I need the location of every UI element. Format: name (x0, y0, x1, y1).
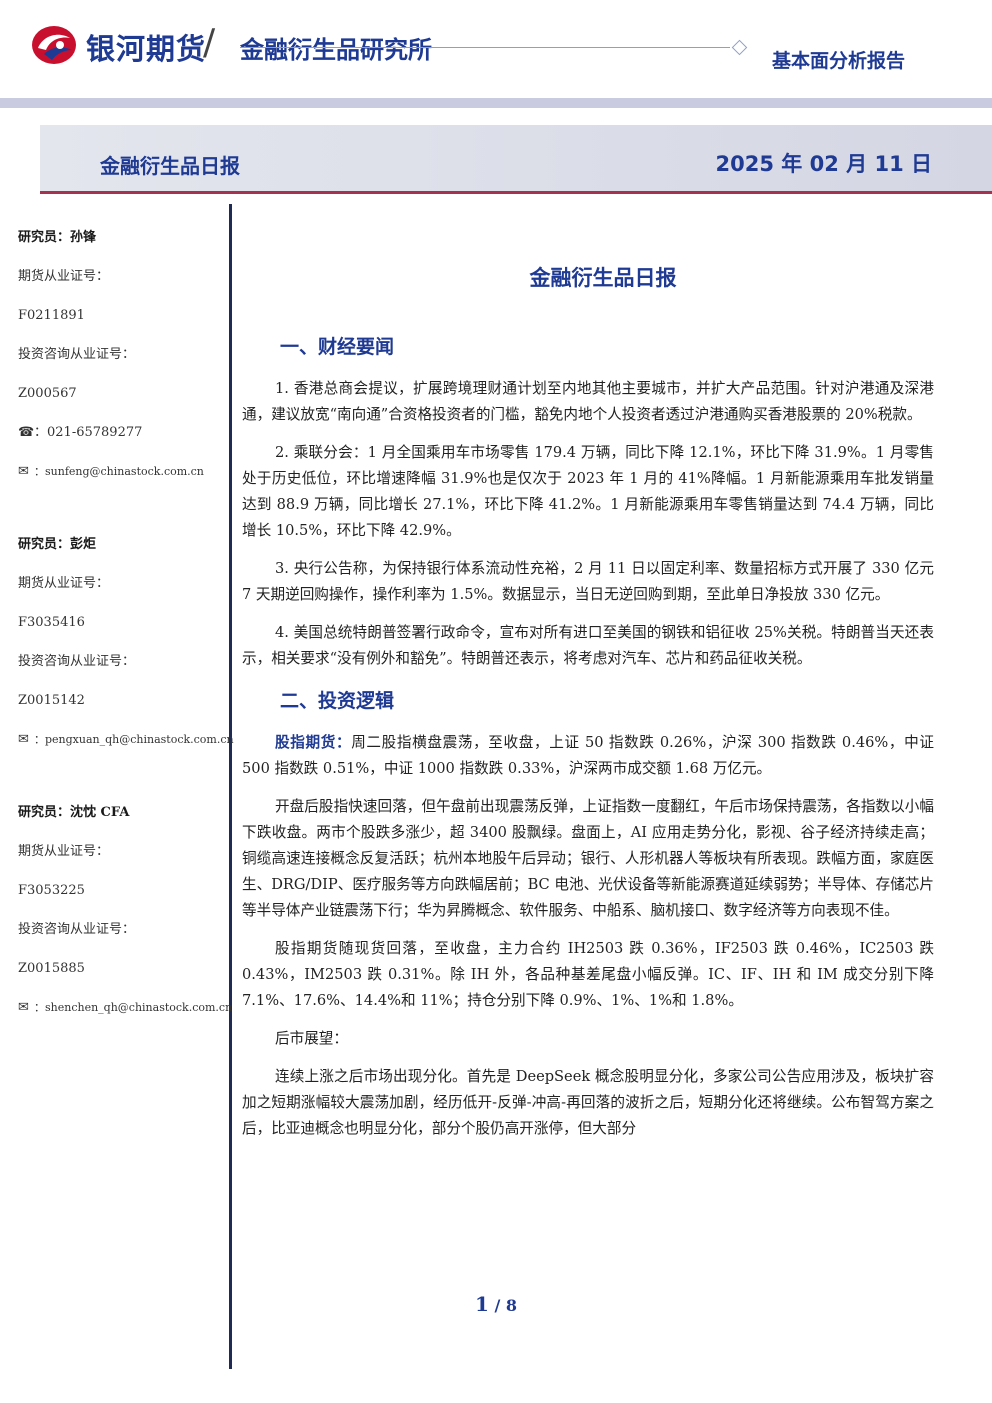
email-icon: ✉ (18, 732, 29, 747)
futures-cert-number: F0211891 (18, 308, 85, 323)
analyst-name: 研究员：孙锋 (18, 230, 97, 245)
diamond-icon (731, 39, 748, 56)
consult-cert-label: 投资咨询从业证号： (18, 922, 136, 937)
news-item: 1. 香港总商会提议，扩展跨境理财通计划至内地其他主要城市，并扩大产品范围。针对… (242, 380, 934, 423)
news-item: 2. 乘联分会：1 月全国乘用车市场零售 179.4 万辆，同比下降 12.1%… (242, 444, 934, 539)
email-row: ✉：shenchen_qh@chinastock.com.cn (18, 998, 232, 1037)
futures-cert-number: F3053225 (18, 883, 85, 898)
futures-cert-number: F3035416 (18, 615, 85, 630)
futures-cert-label: 期货从业证号： (18, 269, 110, 284)
title-bar-underline (40, 191, 992, 194)
brand-name: 银河期货 (86, 32, 207, 66)
email-address[interactable]: pengxuan_qh@chinastock.com.cn (45, 733, 234, 746)
email-address[interactable]: shenchen_qh@chinastock.com.cn (45, 1001, 233, 1014)
futures-cert-label: 期货从业证号： (18, 844, 110, 859)
futures-cert-label: 期货从业证号： (18, 576, 110, 591)
email-address[interactable]: sunfeng@chinastock.com.cn (45, 465, 204, 478)
analyst-card: 研究员：孙锋 期货从业证号： F0211891 投资咨询从业证号： Z00056… (18, 228, 223, 501)
logic-paragraph: 开盘后股指快速回落，但午盘前出现震荡反弹，上证指数一度翻红，午后市场保持震荡，各… (242, 798, 934, 919)
institute-name: 金融衍生品研究所 (240, 36, 432, 64)
header-band (0, 98, 992, 108)
title-bar-title: 金融衍生品日报 (100, 154, 240, 178)
report-body: 金融衍生品日报 一、财经要闻 1. 香港总商会提议，扩展跨境理财通计划至内地其他… (242, 262, 934, 1154)
consult-cert-number: Z000567 (18, 386, 77, 401)
phone-icon: ☎ (18, 425, 35, 440)
logic-paragraph: 连续上涨之后市场出现分化。首先是 DeepSeek 概念股明显分化，多家公司公告… (242, 1068, 934, 1137)
email-icon: ✉ (18, 1000, 29, 1015)
title-bar (40, 125, 992, 191)
document-title: 金融衍生品日报 (529, 266, 677, 290)
report-type: 基本面分析报告 (772, 50, 906, 72)
consult-cert-label: 投资咨询从业证号： (18, 347, 136, 362)
consult-cert-number: Z0015142 (18, 693, 85, 708)
logic-section: 股指期货：周二股指横盘震荡，至收盘，上证 50 指数跌 0.26%，沪深 300… (242, 730, 934, 1142)
current-page: 1 (474, 1292, 489, 1316)
consult-cert-number: Z0015885 (18, 961, 85, 976)
analyst-card: 研究员：沈忱 CFA 期货从业证号： F3053225 投资咨询从业证号： Z0… (18, 803, 232, 1037)
phone-row: ☎：021-65789277 (18, 423, 223, 462)
section-heading-logic: 二、投资逻辑 (280, 690, 395, 712)
report-date: 2025 年 02 月 11 日 (715, 152, 932, 176)
outlook-label: 后市展望： (275, 1030, 348, 1047)
sidebar-divider (229, 204, 232, 1369)
header-rule (240, 47, 730, 48)
page-number: 1 / 8 (0, 1292, 992, 1316)
page-separator: / (488, 1296, 506, 1315)
consult-cert-label: 投资咨询从业证号： (18, 654, 136, 669)
email-row: ✉：sunfeng@chinastock.com.cn (18, 462, 223, 501)
news-item: 3. 央行公告称，为保持银行体系流动性充裕，2 月 11 日以固定利率、数量招标… (242, 560, 934, 603)
analyst-sidebar: 研究员：孙锋 期货从业证号： F0211891 投资咨询从业证号： Z00056… (18, 228, 234, 1071)
header-separator: / (203, 22, 216, 63)
analyst-name: 研究员：沈忱 CFA (18, 805, 130, 820)
section-heading-news: 一、财经要闻 (280, 336, 395, 358)
email-row: ✉：pengxuan_qh@chinastock.com.cn (18, 730, 234, 769)
galaxy-futures-logo-icon (32, 26, 76, 64)
total-pages: 8 (505, 1296, 518, 1315)
news-section: 1. 香港总商会提议，扩展跨境理财通计划至内地其他主要城市，并扩大产品范围。针对… (242, 376, 934, 672)
stock-index-futures-label: 股指期货： (275, 734, 352, 751)
analyst-card: 研究员：彭炬 期货从业证号： F3035416 投资咨询从业证号： Z00151… (18, 535, 234, 769)
news-item: 4. 美国总统特朗普签署行政命令，宣布对所有进口至美国的钢铁和铝征收 25%关税… (242, 624, 934, 667)
logic-paragraph: 股指期货随现货回落，至收盘，主力合约 IH2503 跌 0.36%，IF2503… (242, 940, 934, 1009)
analyst-name: 研究员：彭炬 (18, 537, 97, 552)
phone-number: 021-65789277 (47, 425, 143, 440)
logic-paragraph: 股指期货：周二股指横盘震荡，至收盘，上证 50 指数跌 0.26%，沪深 300… (242, 730, 934, 782)
email-icon: ✉ (18, 464, 29, 479)
logic-text: 周二股指横盘震荡，至收盘，上证 50 指数跌 0.26%，沪深 300 指数跌 … (242, 734, 934, 777)
